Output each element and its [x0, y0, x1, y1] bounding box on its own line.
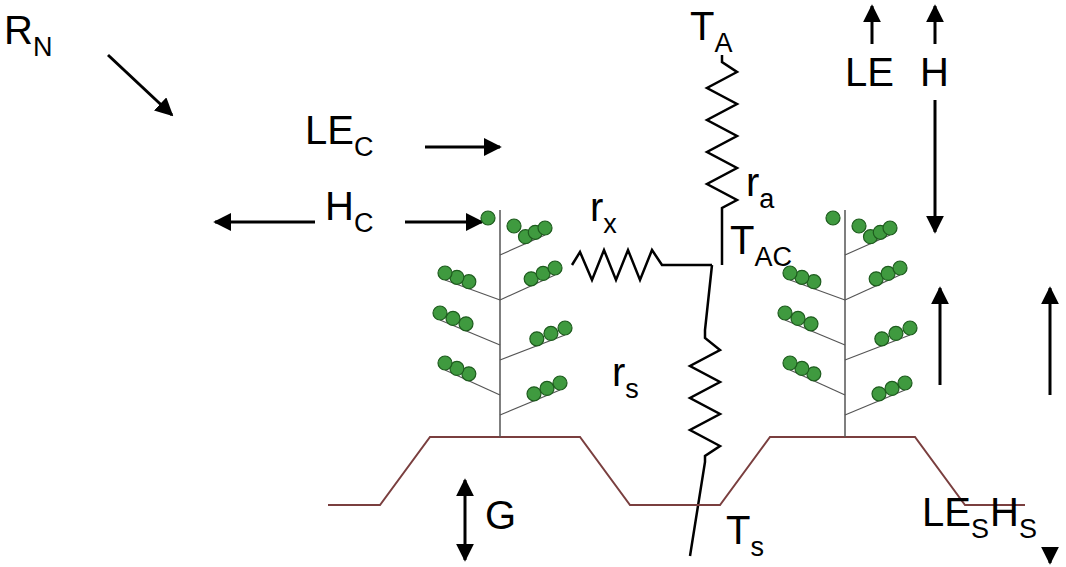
symbol-label: rx — [590, 185, 617, 234]
leaf-dot — [446, 311, 460, 325]
leaf-dot — [791, 311, 805, 325]
leaf-dot — [459, 317, 473, 331]
flux-arrow — [1049, 550, 1052, 563]
symbol-label: H — [920, 50, 949, 94]
leaf-dot — [438, 356, 452, 370]
symbol-base: T — [730, 218, 754, 262]
leaf-dot — [544, 326, 558, 340]
plant-symbol — [778, 210, 917, 437]
leaf-dot — [507, 219, 521, 233]
leaf-dot — [558, 321, 572, 335]
resistor-symbol — [690, 265, 720, 556]
leaf-dot — [548, 261, 562, 275]
symbol-label: TA — [690, 4, 732, 53]
symbol-subscript: A — [714, 28, 732, 58]
symbol-base: r — [746, 160, 759, 204]
flux-arrow — [934, 100, 937, 232]
symbol-base: r — [590, 185, 603, 229]
leaf-dot — [875, 332, 889, 346]
symbol-base: T — [726, 508, 750, 552]
resistor-symbol — [572, 250, 712, 280]
leaf-dot — [433, 306, 447, 320]
symbol-label: LE — [845, 50, 894, 94]
symbol-subscript: s — [750, 532, 764, 562]
symbol-subscript: C — [354, 132, 374, 162]
leaf-dot — [885, 381, 899, 395]
symbol-label: HS — [990, 490, 1037, 539]
flux-arrow — [871, 6, 874, 44]
symbol-base: G — [485, 493, 516, 537]
symbol-subscript: S — [1019, 514, 1037, 544]
symbol-base: T — [690, 4, 714, 48]
symbol-base: LE — [845, 50, 894, 94]
leaf-dot — [538, 221, 552, 235]
leaf-dot — [527, 387, 541, 401]
leaf-dot — [783, 356, 797, 370]
leaf-dot — [889, 326, 903, 340]
symbol-base: H — [990, 490, 1019, 534]
flux-arrow — [405, 221, 482, 224]
leaf-dot — [804, 317, 818, 331]
symbol-subscript: s — [625, 374, 639, 404]
leaf-dot — [778, 306, 792, 320]
plant-group — [433, 210, 917, 437]
symbol-base: LE — [922, 490, 971, 534]
leaf-dot — [826, 211, 840, 225]
ground-profile — [328, 437, 1025, 505]
symbol-subscript: C — [354, 208, 374, 238]
symbol-label: HC — [325, 184, 373, 233]
symbol-label: LEC — [305, 108, 373, 157]
plant-stem — [844, 210, 846, 437]
symbol-label: RN — [4, 8, 52, 57]
symbol-label: LES — [922, 490, 989, 539]
flux-arrow — [934, 6, 937, 44]
leaf-dot — [438, 266, 452, 280]
symbol-label: rs — [612, 350, 639, 399]
flux-arrow — [215, 221, 315, 224]
flux-arrow — [425, 146, 500, 149]
leaf-dot — [903, 321, 917, 335]
symbol-base: H — [325, 184, 354, 228]
radiation-arrow — [108, 55, 172, 115]
flux-arrow — [464, 480, 467, 560]
symbol-subscript: x — [603, 209, 617, 239]
symbol-subscript: AC — [754, 242, 792, 272]
symbol-label: G — [485, 493, 516, 537]
leaf-dot — [530, 332, 544, 346]
leaf-dot — [893, 261, 907, 275]
flux-arrow — [939, 288, 942, 385]
leaf-dot — [883, 221, 897, 235]
plant-stem — [499, 210, 501, 437]
symbol-label: ra — [746, 160, 774, 209]
symbol-base: H — [920, 50, 949, 94]
leaf-dot — [481, 211, 495, 225]
symbol-subscript: a — [759, 184, 774, 214]
symbol-label: TAC — [730, 218, 792, 267]
leaf-dot — [898, 376, 912, 390]
symbol-subscript: N — [33, 32, 53, 62]
symbol-base: LE — [305, 108, 354, 152]
symbol-base: R — [4, 8, 33, 52]
symbol-subscript: S — [971, 514, 989, 544]
leaf-dot — [553, 376, 567, 390]
symbol-base: r — [612, 350, 625, 394]
leaf-dot — [540, 381, 554, 395]
leaf-dot — [852, 219, 866, 233]
leaf-dot — [872, 387, 886, 401]
symbol-label: Ts — [726, 508, 764, 557]
plant-symbol — [433, 210, 572, 437]
flux-arrow — [1049, 288, 1052, 395]
